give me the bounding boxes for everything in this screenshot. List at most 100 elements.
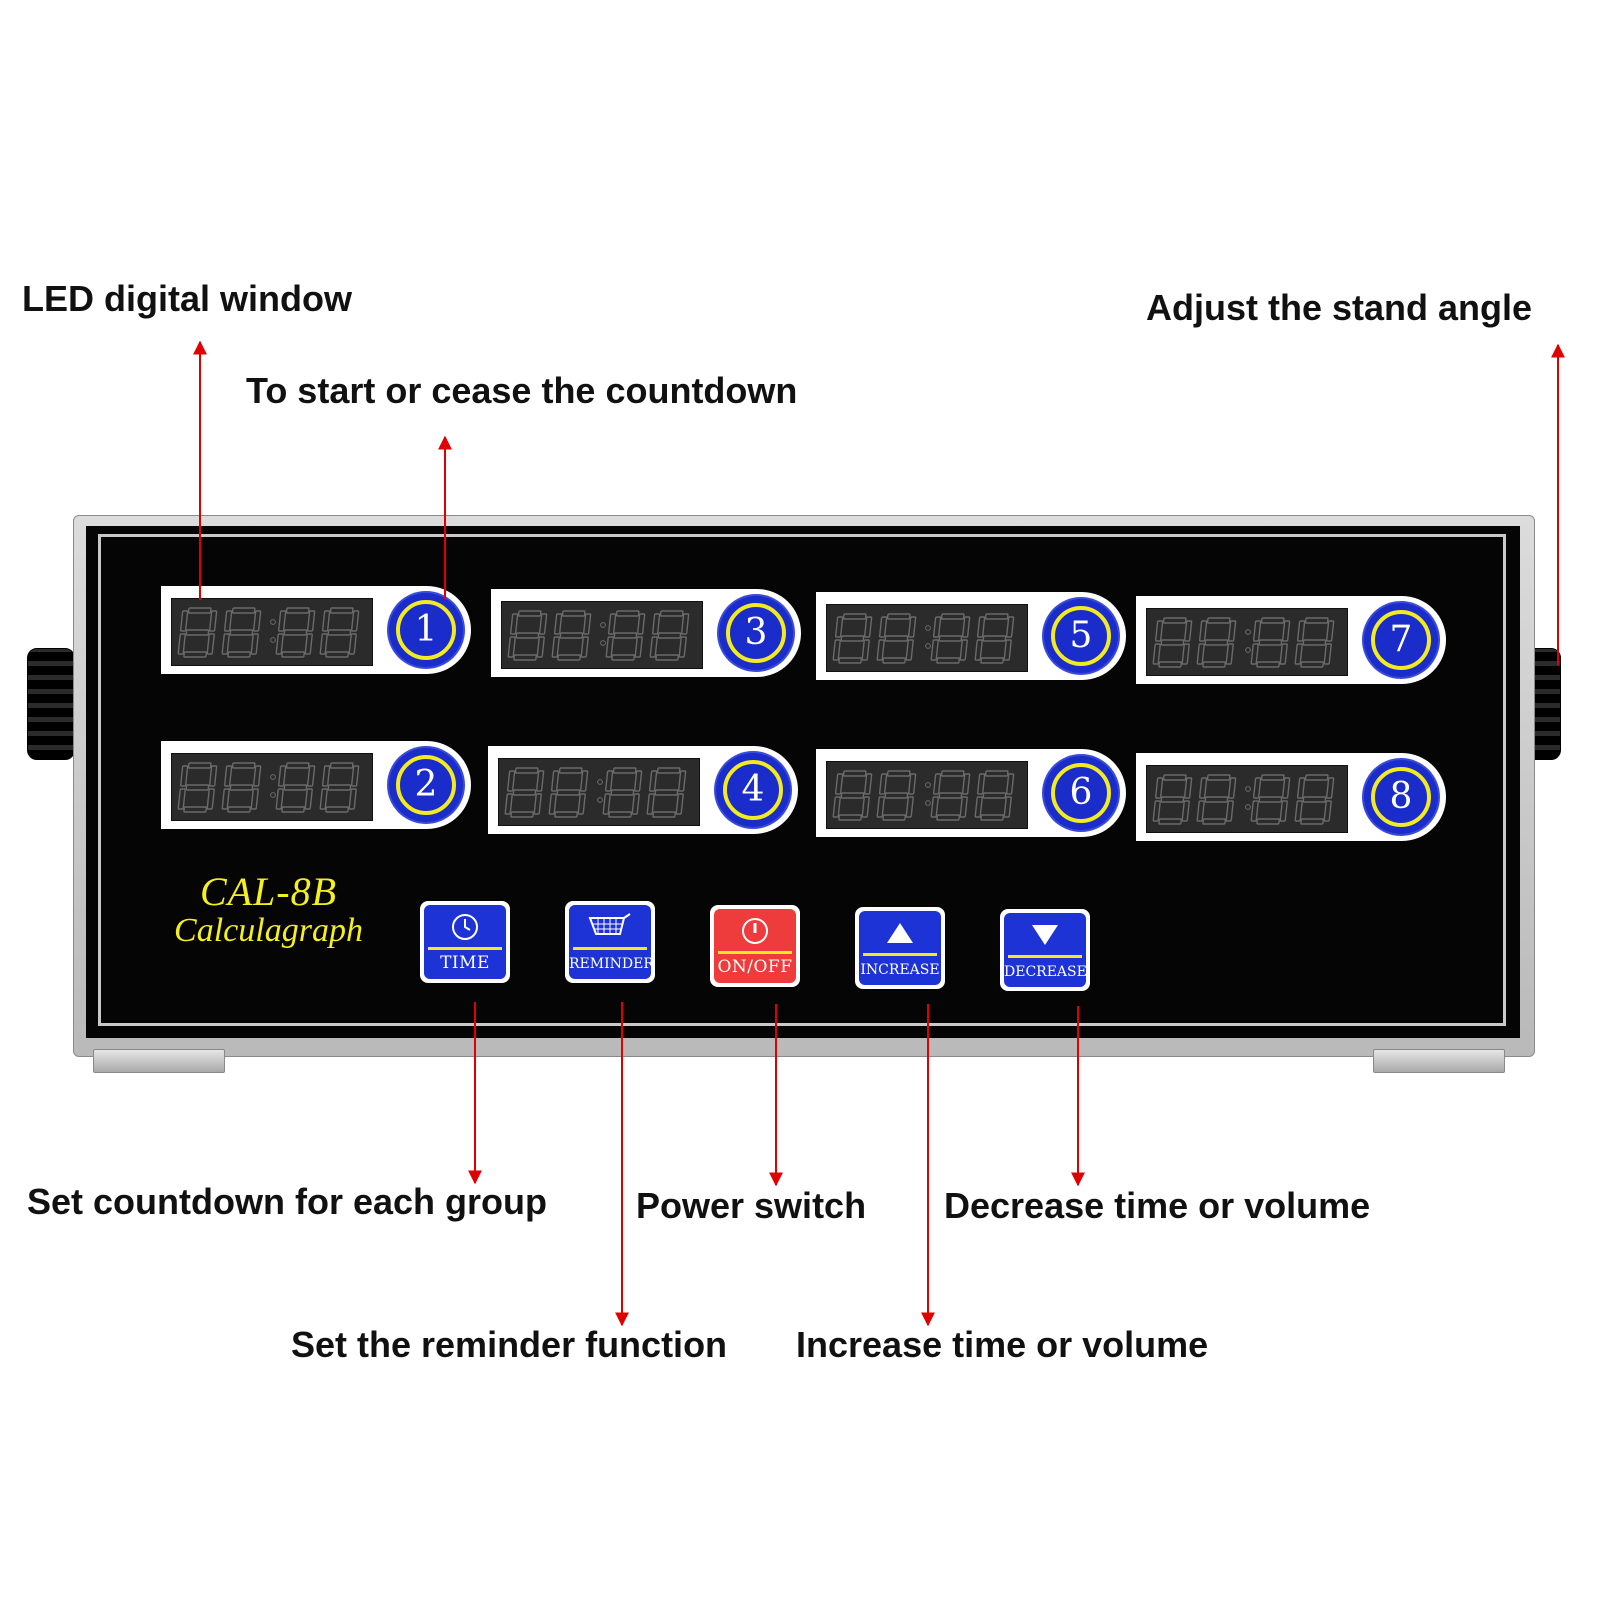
led-digit [319,607,360,658]
timer-4: 4 [488,746,798,834]
timer-7: 7 [1136,596,1446,684]
led-colon [925,643,931,649]
led-digit [504,767,545,818]
label-decrease: Decrease time or volume [944,1185,1371,1226]
led-digit [930,770,971,821]
led-digit [507,610,548,661]
brand-block: CAL-8B Calculagraph [161,871,376,949]
timer-5-button[interactable]: 5 [1044,599,1118,673]
label-set-countdown: Set countdown for each group [27,1181,547,1222]
timer-6-button[interactable]: 6 [1044,756,1118,830]
timer-1: 1 [161,586,471,674]
led-colon [1245,629,1251,635]
label-reminder: Set the reminder function [291,1324,728,1365]
led-digit [1196,617,1237,668]
timer-5-number: 5 [1051,606,1111,666]
led-display [171,753,373,821]
model-name: CAL-8B [199,869,338,914]
timer-3-button[interactable]: 3 [719,596,793,670]
led-digit [1294,774,1335,825]
led-digit [221,762,262,813]
led-digit [1152,774,1193,825]
timer-6: 6 [816,749,1126,837]
led-display [498,758,700,826]
product-name: Calculagraph [174,912,363,949]
reminder-button-face: REMINDER [569,905,651,979]
led-digit [319,762,360,813]
reminder-button[interactable]: REMINDER [565,901,655,983]
led-digit [930,613,971,664]
onoff-button[interactable]: ON/OFF [710,905,800,987]
reminder-label: REMINDER [569,956,651,972]
led-digit [1250,617,1291,668]
led-display [171,598,373,666]
led-digit [221,607,262,658]
led-digit [649,610,690,661]
clock-icon [424,909,506,945]
led-digit [548,767,589,818]
decrease-button-face: DECREASE [1004,913,1086,987]
led-colon [597,779,603,785]
led-digit [1294,617,1335,668]
led-digit [646,767,687,818]
led-colon [925,782,931,788]
time-label: TIME [440,953,490,973]
timer-1-button[interactable]: 1 [389,593,463,667]
down-triangle-icon [1004,917,1086,953]
time-button[interactable]: TIME [420,901,510,983]
led-digit [605,610,646,661]
key-accent-bar [1008,955,1082,958]
led-digit [1152,617,1193,668]
led-digit [832,613,873,664]
led-digit [177,762,218,813]
timer-4-number: 4 [723,760,783,820]
onoff-label: ON/OFF [717,957,793,977]
label-start-cease: To start or cease the countdown [246,370,798,411]
increase-button[interactable]: INCREASE [855,907,945,989]
led-colon [600,640,606,646]
led-digit [602,767,643,818]
key-accent-bar [428,947,502,950]
label-led-window: LED digital window [22,278,352,319]
led-colon [270,619,276,625]
led-digit [876,613,917,664]
led-colon [1245,786,1251,792]
key-accent-bar [573,947,647,950]
timer-4-button[interactable]: 4 [716,753,790,827]
timer-8-button[interactable]: 8 [1364,760,1438,834]
led-display [1146,608,1348,676]
timer-8-number: 8 [1371,767,1431,827]
led-digit [177,607,218,658]
kitchen-timer-device: 1 3 5 7 2 4 [27,515,1561,1075]
timer-3: 3 [491,589,801,677]
key-accent-bar [863,953,937,956]
label-stand-angle: Adjust the stand angle [1146,287,1533,328]
left-angle-knob[interactable] [27,648,75,760]
timer-5: 5 [816,592,1126,680]
decrease-button[interactable]: DECREASE [1000,909,1090,991]
led-digit [974,613,1015,664]
led-colon [270,792,276,798]
timer-7-number: 7 [1371,610,1431,670]
key-accent-bar [718,951,792,954]
time-button-face: TIME [424,905,506,979]
increase-label: INCREASE [860,962,940,978]
onoff-button-face: ON/OFF [714,909,796,983]
device-front-panel: 1 3 5 7 2 4 [86,526,1520,1038]
power-icon [714,913,796,949]
led-colon [600,622,606,628]
right-foot [1373,1049,1505,1073]
label-power-switch: Power switch [636,1185,867,1226]
timer-7-button[interactable]: 7 [1364,603,1438,677]
basket-icon [569,909,651,945]
timer-2-button[interactable]: 2 [389,748,463,822]
led-digit [876,770,917,821]
led-digit [832,770,873,821]
led-display [826,604,1028,672]
led-colon [925,800,931,806]
timer-2: 2 [161,741,471,829]
decrease-label: DECREASE [1004,964,1086,980]
timer-1-number: 1 [396,600,456,660]
led-display [501,601,703,669]
led-digit [551,610,592,661]
